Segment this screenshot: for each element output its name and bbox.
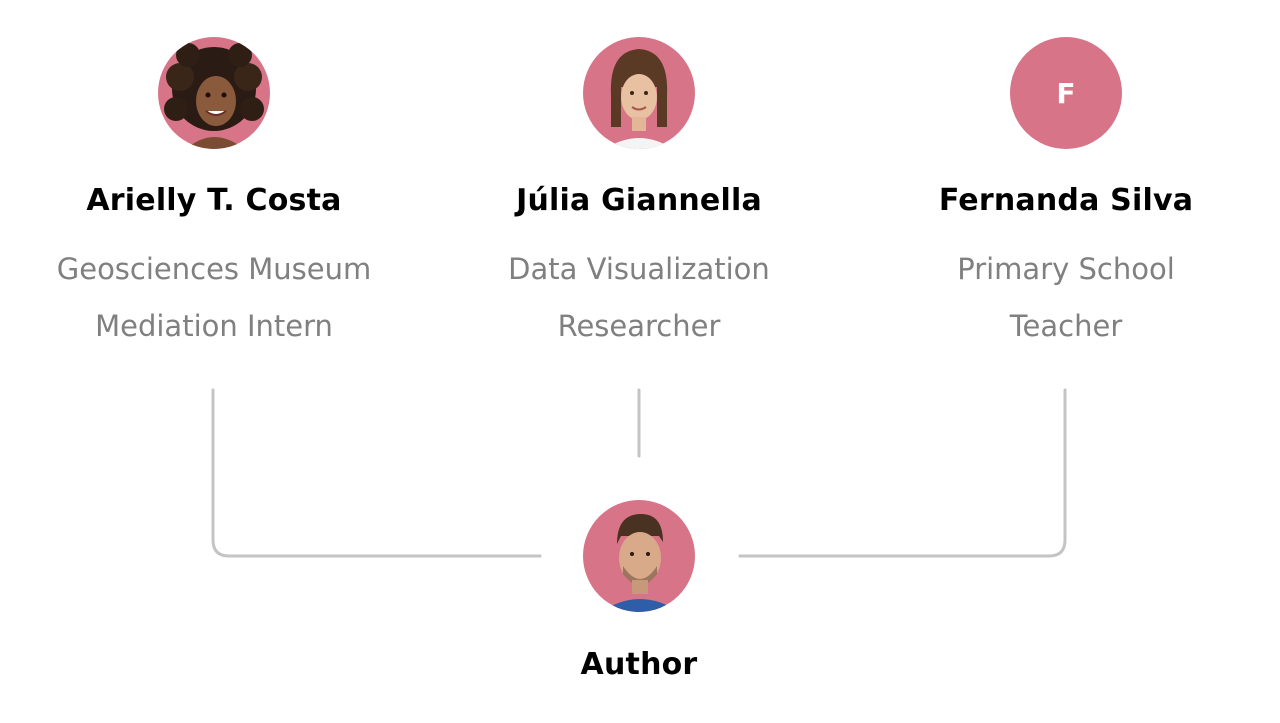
person-name: Júlia Giannella [516,183,762,218]
avatar-julia [583,37,695,149]
role-line: Geosciences Museum [56,252,372,286]
person-role: Geosciences Museum Mediation Intern [24,241,404,355]
avatar-initial: F [1056,76,1076,110]
person-role: Primary School Teacher [876,241,1256,355]
person-name: Fernanda Silva [938,183,1194,218]
connector-left [211,388,542,558]
person-name: Arielly T. Costa [86,183,342,218]
role-line: Teacher [1009,309,1123,343]
role-line: Researcher [557,309,721,343]
author-name: Author [580,647,698,682]
role-line: Primary School [957,252,1175,286]
avatar-arielly [158,37,270,149]
avatar-fernanda: F [1010,37,1122,149]
connector-right [738,388,1067,558]
avatar-author [583,500,695,612]
person-role: Data Visualization Researcher [449,241,829,355]
role-line: Data Visualization [508,252,770,286]
role-line: Mediation Intern [95,309,333,343]
